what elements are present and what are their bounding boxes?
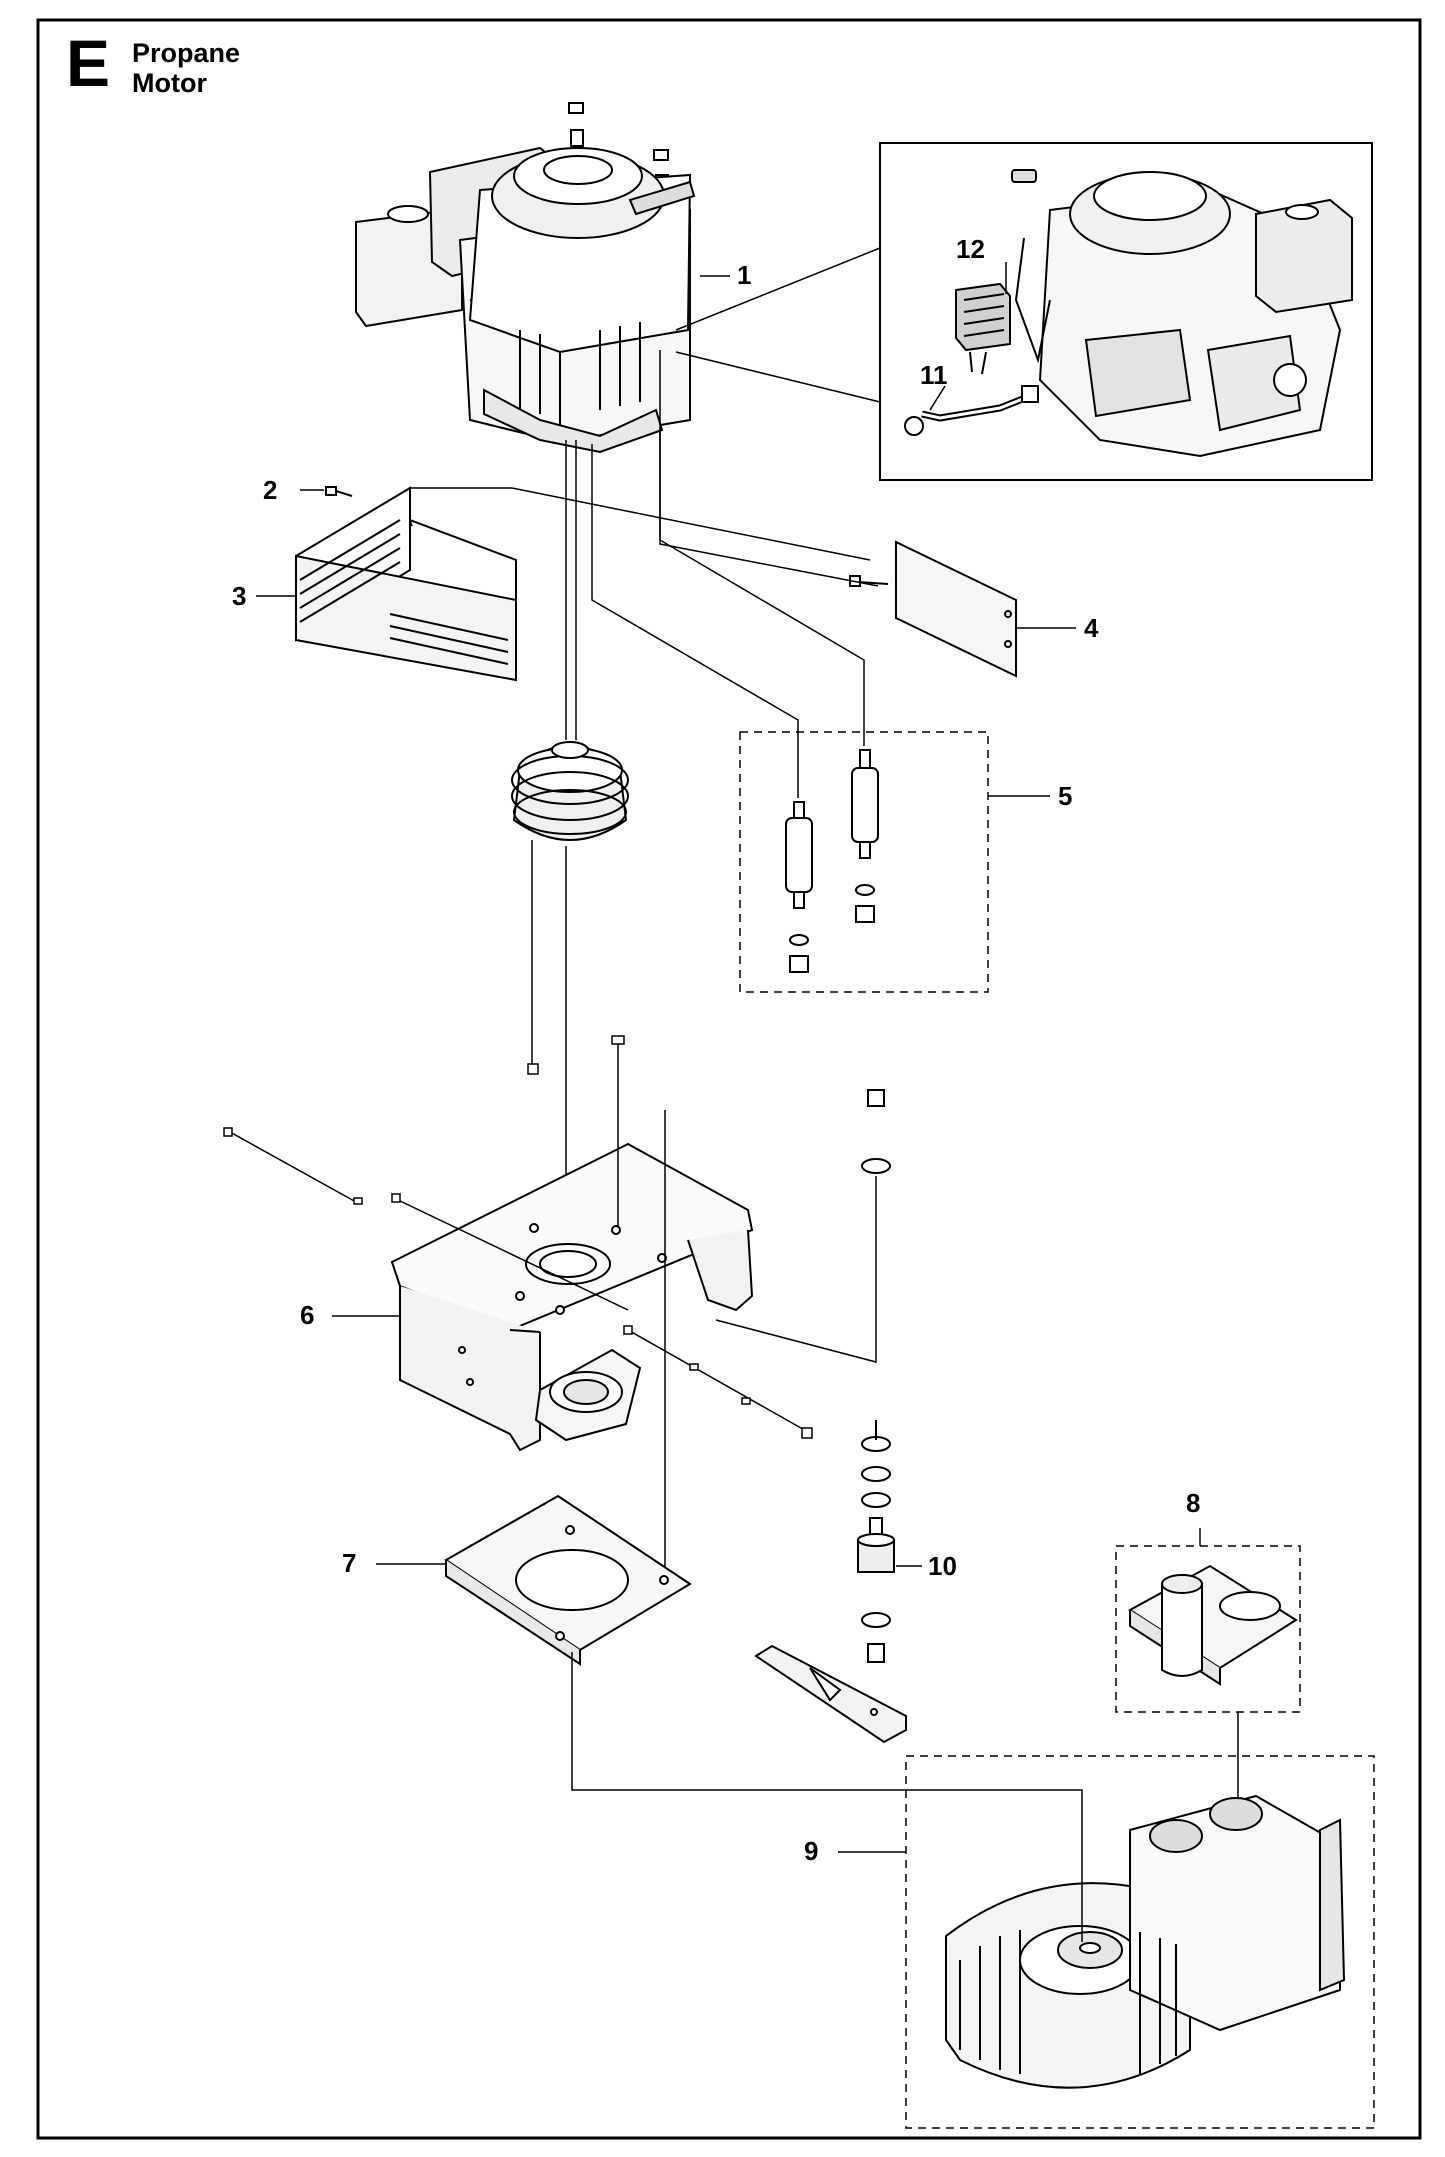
part-8-group-box [1115,1545,1301,1713]
title-line-1: Propane [132,38,241,68]
callout-11: 11 [920,360,948,390]
inset-engine [1011,169,1353,458]
part-4-plate [849,540,1017,678]
callout-2: 2 [263,475,278,505]
page-title: Propane Motor [132,38,240,98]
callout-10: 10 [928,1551,957,1581]
inset-detail-box [879,142,1373,481]
section-letter: E [66,26,111,100]
callout-7: 7 [342,1548,357,1578]
clutch-pulley [511,741,629,841]
frame-fasteners [223,1035,813,1439]
callout-4: 4 [1084,613,1099,643]
page-border [36,18,1422,2140]
part-5-group-box [739,731,989,993]
callout-12: 12 [956,234,985,264]
part-6-mounting-frame [390,1142,754,1452]
part-5-dampers [785,749,879,973]
callout-9: 9 [804,1836,819,1866]
part-11-hose [904,385,1039,436]
callout-1: 1 [737,260,752,290]
engine-assembly [355,102,696,454]
callout-6: 6 [300,1300,315,1330]
part-3-guard-grille [295,486,517,682]
callout-5: 5 [1058,781,1073,811]
part-10-stack [857,1420,895,1663]
part-2-bolt [325,486,353,497]
lower-bracket [754,1644,907,1744]
leader-lines [256,262,1201,1853]
title-line-2: Motor [132,68,207,98]
part-9-gearbox-housing [945,1794,1346,2089]
part-12-regulator [955,282,1011,375]
part-7-base-plate [444,1494,692,1666]
callout-3: 3 [232,581,247,611]
part-8-gear-cover [1128,1564,1298,1686]
callout-8: 8 [1186,1488,1201,1518]
nut-washer [861,1089,891,1174]
